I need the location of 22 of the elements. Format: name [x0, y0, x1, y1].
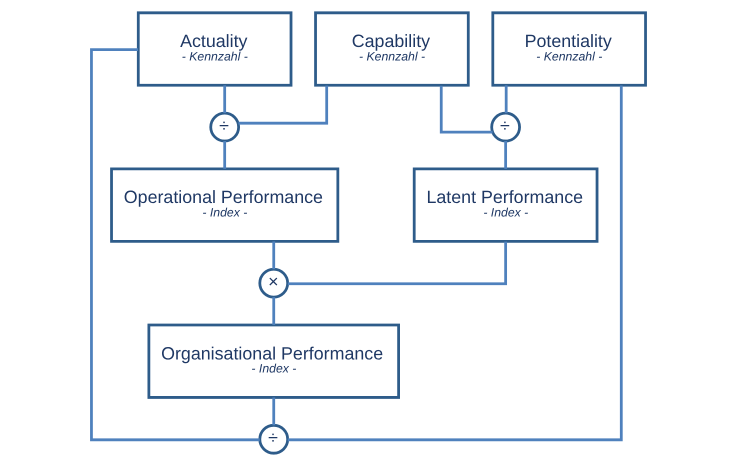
node-circle: ÷ — [208, 112, 240, 142]
node-circle: ÷ — [258, 424, 289, 455]
connector — [439, 86, 492, 134]
node-box: Latent Performance - Index - — [412, 168, 598, 243]
node-box: Potentiality - Kennzahl - — [490, 11, 646, 87]
connector — [504, 85, 508, 114]
connector — [287, 242, 507, 286]
node-circle: ÷ — [490, 112, 520, 142]
node-box: Organisational Performance - Index - — [146, 324, 400, 399]
connector — [222, 141, 226, 169]
node-box: Capability - Kennzahl - — [314, 11, 470, 87]
connector — [272, 297, 275, 325]
connector — [272, 397, 275, 426]
connector — [272, 241, 275, 270]
node-box: Actuality - Kennzahl - — [136, 11, 292, 87]
node-box: Operational Performance - Index - — [110, 168, 339, 243]
connector — [504, 141, 507, 169]
connector — [222, 85, 226, 114]
connector — [238, 86, 328, 125]
connector — [90, 48, 260, 442]
connector — [287, 85, 622, 442]
node-circle: × — [258, 268, 289, 298]
